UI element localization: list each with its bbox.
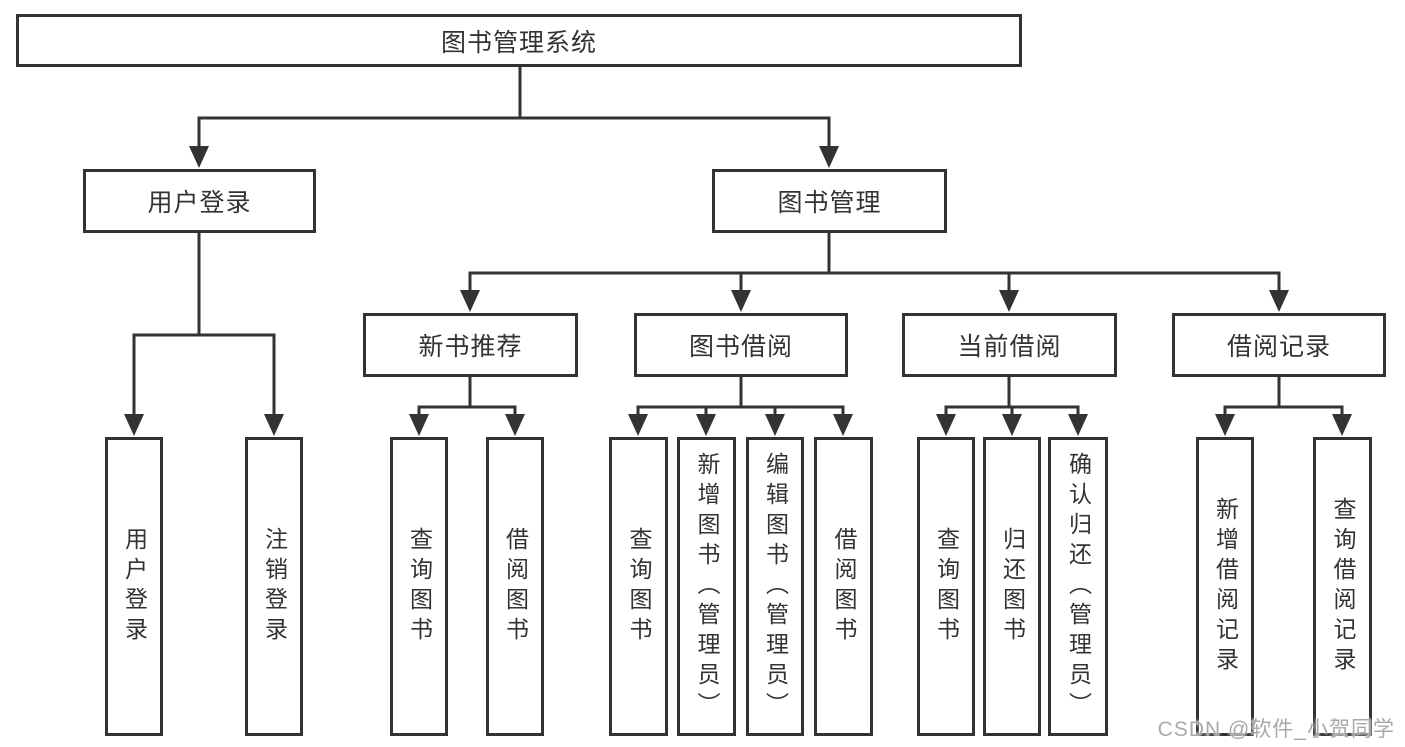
node-borrowing-records: 借阅记录 — [1172, 313, 1386, 377]
arrow-down-icon — [1269, 290, 1289, 312]
arrow-down-icon — [1002, 414, 1022, 436]
node-label: 图书借阅 — [688, 333, 793, 361]
leaf-logout: 注销登录 — [245, 437, 303, 736]
leaf-user-login: 用户登录 — [105, 437, 163, 736]
arrow-down-icon — [731, 290, 751, 312]
arrow-down-icon — [505, 414, 525, 436]
connector-new-book-rec-to-leaves — [409, 377, 525, 436]
node-label: 图书管理 — [777, 189, 882, 217]
node-label: 当前借阅 — [957, 333, 1062, 361]
arrow-down-icon — [264, 414, 284, 436]
node-label: 归还图书 — [999, 526, 1026, 647]
leaf-bb-add-book-admin: 新增图书（管理员） — [677, 437, 736, 736]
node-label: 图书管理系统 — [440, 28, 597, 57]
arrow-down-icon — [124, 414, 144, 436]
arrow-down-icon — [819, 146, 839, 168]
arrow-down-icon — [833, 414, 853, 436]
connector-user-login-to-leaves — [124, 233, 284, 436]
leaf-bb-query-book: 查询图书 — [609, 437, 668, 736]
leaf-bb-edit-book-admin: 编辑图书（管理员） — [746, 437, 804, 736]
node-label: 查询图书 — [406, 526, 433, 647]
arrow-down-icon — [765, 414, 785, 436]
node-label: 用户登录 — [121, 526, 148, 647]
node-label: 借阅图书 — [831, 526, 857, 647]
arrow-down-icon — [628, 414, 648, 436]
watermark-text: CSDN @软件_小贺同学 — [1157, 718, 1395, 741]
node-label: 编辑图书（管理员） — [762, 451, 789, 722]
node-user-login: 用户登录 — [83, 169, 316, 233]
node-root-library-system: 图书管理系统 — [16, 14, 1022, 67]
node-label: 新增借阅记录 — [1212, 496, 1239, 677]
leaf-bb-borrow-book: 借阅图书 — [814, 437, 873, 736]
arrow-down-icon — [409, 414, 429, 436]
node-label: 确认归还（管理员） — [1065, 451, 1092, 722]
node-label: 查询图书 — [933, 526, 960, 647]
node-new-book-recommend: 新书推荐 — [363, 313, 578, 377]
connector-borrow-records-to-leaves — [1215, 377, 1352, 436]
leaf-rec-query-book: 查询图书 — [390, 437, 448, 736]
node-label: 借阅图书 — [502, 526, 529, 647]
node-label: 查询借阅记录 — [1330, 496, 1356, 677]
arrow-down-icon — [1332, 414, 1352, 436]
leaf-br-add-record: 新增借阅记录 — [1196, 437, 1254, 736]
node-current-borrowing: 当前借阅 — [902, 313, 1117, 377]
leaf-cb-confirm-return-admin: 确认归还（管理员） — [1048, 437, 1108, 736]
arrow-down-icon — [460, 290, 480, 312]
arrow-down-icon — [936, 414, 956, 436]
node-label: 新增图书（管理员） — [694, 451, 720, 722]
arrow-down-icon — [189, 146, 209, 168]
arrow-down-icon — [999, 290, 1019, 312]
node-label: 新书推荐 — [418, 333, 523, 361]
arrow-down-icon — [1215, 414, 1235, 436]
connector-book-mgmt-to-level3 — [460, 233, 1289, 312]
connector-root-to-level2 — [189, 67, 839, 168]
connector-current-borrow-to-leaves — [936, 377, 1088, 436]
node-book-borrowing: 图书借阅 — [634, 313, 848, 377]
node-label: 注销登录 — [261, 526, 288, 647]
node-book-management: 图书管理 — [712, 169, 947, 233]
leaf-cb-query-book: 查询图书 — [917, 437, 975, 736]
connector-book-borrow-to-leaves — [628, 377, 853, 436]
leaf-cb-return-book: 归还图书 — [983, 437, 1041, 736]
node-label: 借阅记录 — [1226, 333, 1331, 361]
node-label: 查询图书 — [626, 526, 652, 647]
leaf-rec-borrow-book: 借阅图书 — [486, 437, 544, 736]
arrow-down-icon — [1068, 414, 1088, 436]
leaf-br-query-record: 查询借阅记录 — [1313, 437, 1372, 736]
arrow-down-icon — [696, 414, 716, 436]
node-label: 用户登录 — [147, 189, 252, 217]
